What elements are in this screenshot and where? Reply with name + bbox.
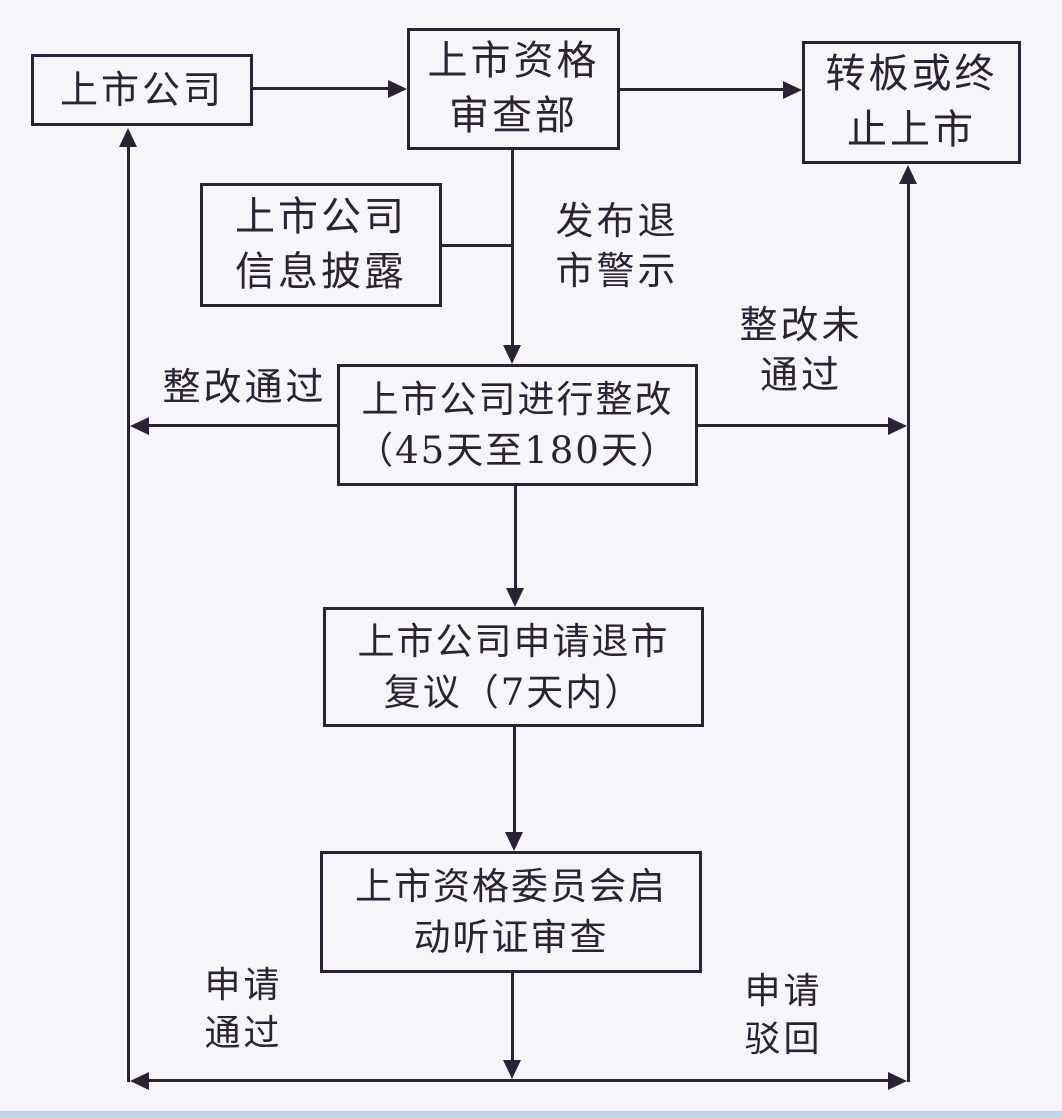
node-hearing-review-line1: 上市资格委员会启 [355,864,667,908]
node-review-dept-line2: 审查部 [449,93,578,139]
node-delisting-review-application-line1: 上市公司申请退市 [357,619,670,663]
label-application-rejected: 申请 驳回 [744,971,823,1060]
node-transfer-or-delist-line2: 止上市 [847,106,976,153]
arrowhead-left-icon [130,1072,149,1090]
arrowhead-down-icon [503,1060,521,1079]
arrowhead-right-icon [388,80,407,98]
node-info-disclosure: 上市公司 信息披露 [200,183,442,307]
arrowhead-left-icon [130,417,149,435]
connector-review-to-hearing [513,727,516,833]
node-review-dept-line1: 上市资格 [427,37,600,84]
bottom-edge-strip [0,1111,1062,1118]
node-info-disclosure-line2: 信息披露 [235,249,407,295]
node-review-dept: 上市资格 审查部 [407,28,620,150]
node-transfer-or-delist: 转板或终 止上市 [802,41,1021,164]
connector-left-return [127,145,130,1082]
connector-company-to-reviewdept [253,87,390,90]
label-application-approved: 申请 通过 [204,965,283,1054]
label-issue-delist-warning: 发布退 市警示 [555,199,679,294]
connector-hearing-to-bottom [511,973,514,1061]
arrowhead-down-icon [506,588,524,607]
node-rectification-line2: （45天至180天） [356,429,679,472]
node-info-disclosure-line1: 上市公司 [235,193,407,240]
arrowhead-up-icon [899,165,917,184]
arrowhead-down-icon [503,345,521,364]
arrowhead-right-icon [888,417,907,435]
connector-rectify-fail [698,424,888,427]
connector-warning-trunk [511,150,514,348]
connector-right-return [907,182,910,1082]
label-rectification-failed: 整改未 通过 [739,303,863,398]
connector-disclosure-to-trunk [442,244,514,247]
connector-rectify-to-review [514,486,517,589]
node-listed-company-label: 上市公司 [59,67,224,112]
label-rectification-passed: 整改通过 [162,365,327,409]
node-hearing-review-line2: 动听证审查 [413,916,609,959]
arrowhead-down-icon [505,832,523,851]
node-rectification: 上市公司进行整改 （45天至180天） [337,364,698,486]
node-hearing-review: 上市资格委员会启 动听证审查 [320,851,702,973]
arrowhead-up-icon [119,128,137,147]
node-transfer-or-delist-line1: 转板或终 [825,51,998,98]
node-delisting-review-application: 上市公司申请退市 复议（7天内） [323,607,704,727]
node-listed-company: 上市公司 [31,54,253,126]
arrowhead-right-icon [888,1072,907,1090]
arrowhead-right-icon [783,81,802,99]
node-delisting-review-application-line2: 复议（7天内） [383,671,644,714]
connector-rectify-pass [148,424,337,427]
node-rectification-line1: 上市公司进行整改 [361,377,674,421]
connector-reviewdept-to-transfer [620,88,785,91]
connector-bottom [148,1079,890,1082]
